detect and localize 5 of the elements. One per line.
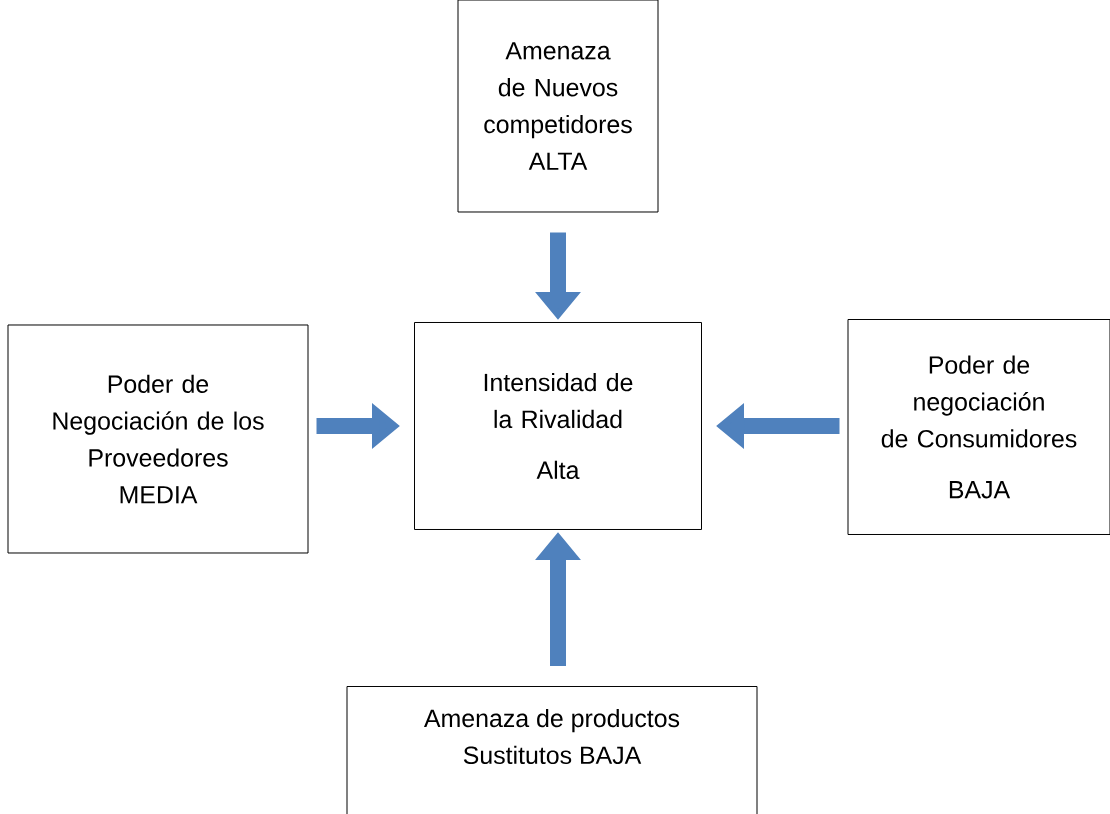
text-box: Poder de Negociación de los Proveedores MEDIA [7, 324, 309, 554]
text-box: Intensidad de la Rivalidad Alta [414, 322, 702, 530]
text-box: Amenaza de Nuevos competidores ALTA [457, 0, 659, 213]
text-box: Poder de negociación de Consumidores BAJA [847, 319, 1110, 535]
text-box: Amenaza de productos Sustitutos BAJA [346, 686, 758, 814]
